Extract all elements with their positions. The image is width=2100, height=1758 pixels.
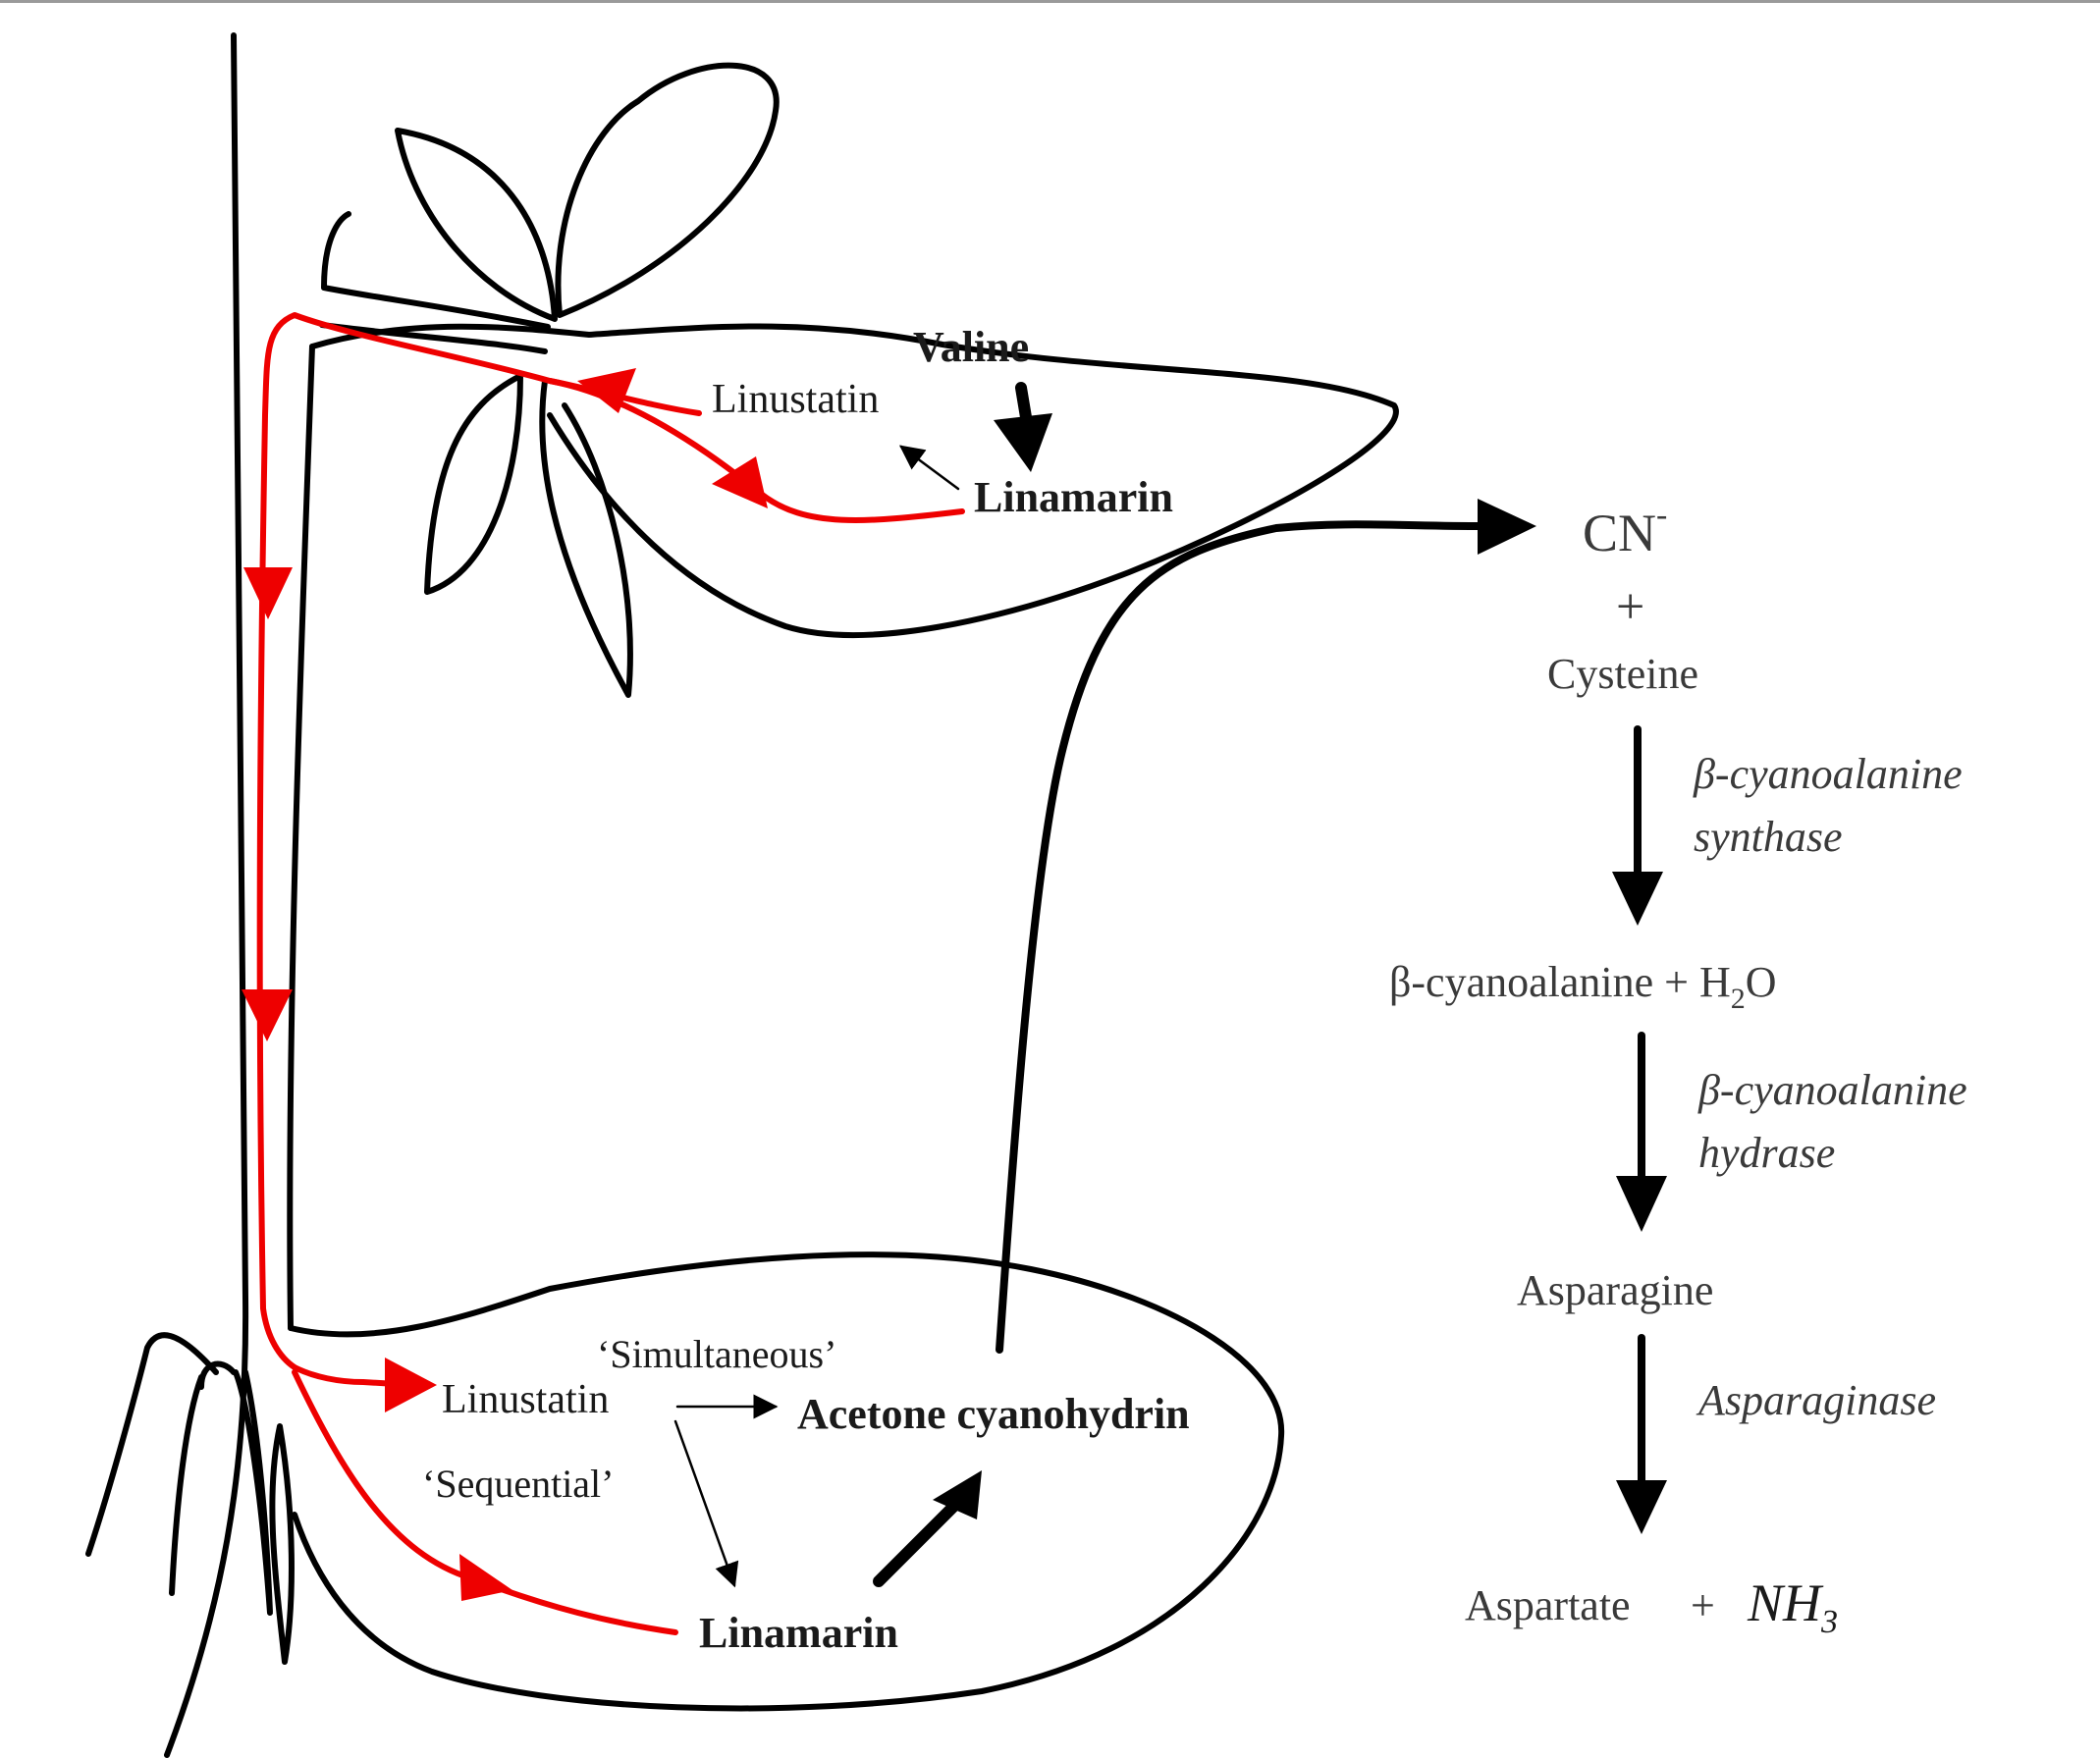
arrow-acetone-to-cn	[999, 524, 1482, 1350]
enzyme-synthase-line2: synthase	[1694, 813, 1843, 861]
enzyme-hydrase-line1: β-cyanoalanine	[1697, 1066, 1967, 1114]
root-strand	[172, 1377, 201, 1593]
b-cyanoalanine-h2o-label: β-cyanoalanine + H2O	[1389, 958, 1777, 1015]
cysteine-label: Cysteine	[1547, 650, 1698, 698]
leaf-lobe	[427, 376, 520, 592]
red-arrowhead	[459, 1554, 512, 1601]
plus-sign: +	[1616, 579, 1644, 635]
root-strand	[88, 1335, 216, 1554]
aspartate-label: Aspartate	[1465, 1581, 1631, 1629]
black-arrowhead	[1616, 1480, 1667, 1534]
black-arrowhead	[1616, 1176, 1667, 1232]
arrow-linamarin-to-linustatin	[901, 447, 958, 489]
black-arrowhead	[1612, 872, 1663, 926]
leaf-blade	[312, 327, 1396, 635]
cyanogenic-pathway-diagram: Valine Linustatin Linamarin ‘Simultaneou…	[0, 3, 2100, 1758]
leaf-linustatin-label: Linustatin	[712, 377, 879, 422]
arrow-linamarin-to-acetone	[879, 1503, 957, 1581]
arrow-sequential	[675, 1421, 734, 1585]
root-strand	[272, 1426, 292, 1662]
leaf-lobe	[398, 131, 555, 319]
black-arrowhead	[1478, 499, 1536, 555]
leaf-linamarin-label: Linamarin	[974, 473, 1173, 521]
nh3-label: NH3	[1747, 1573, 1838, 1640]
leaf-lobe	[558, 66, 776, 315]
enzyme-hydrase-line2: hydrase	[1698, 1129, 1835, 1177]
cn-label: CN-	[1583, 497, 1667, 562]
transport-down-stem	[260, 315, 550, 1367]
red-arrowhead	[242, 989, 293, 1041]
leaf-valine-label: Valine	[913, 323, 1029, 371]
enzyme-synthase-line1: β-cyanoalanine	[1693, 750, 1963, 798]
leaf-lobe	[324, 214, 548, 327]
red-arrowhead	[385, 1358, 437, 1412]
enzyme-asparaginase: Asparaginase	[1696, 1376, 1936, 1424]
black-arrowhead	[994, 413, 1052, 472]
petiole-stem	[290, 346, 312, 1328]
asparagine-label: Asparagine	[1517, 1266, 1713, 1314]
sequential-label: ‘Sequential’	[422, 1462, 615, 1506]
root-linustatin-label: Linustatin	[442, 1377, 609, 1422]
acetone-cyanohydrin-label: Acetone cyanohydrin	[797, 1390, 1190, 1438]
root-linamarin-label: Linamarin	[699, 1609, 898, 1657]
simultaneous-label: ‘Simultaneous’	[597, 1332, 836, 1376]
red-arrowhead	[243, 567, 293, 619]
aspartate-plus-sign: +	[1691, 1581, 1715, 1629]
root-strand	[201, 1364, 234, 1387]
